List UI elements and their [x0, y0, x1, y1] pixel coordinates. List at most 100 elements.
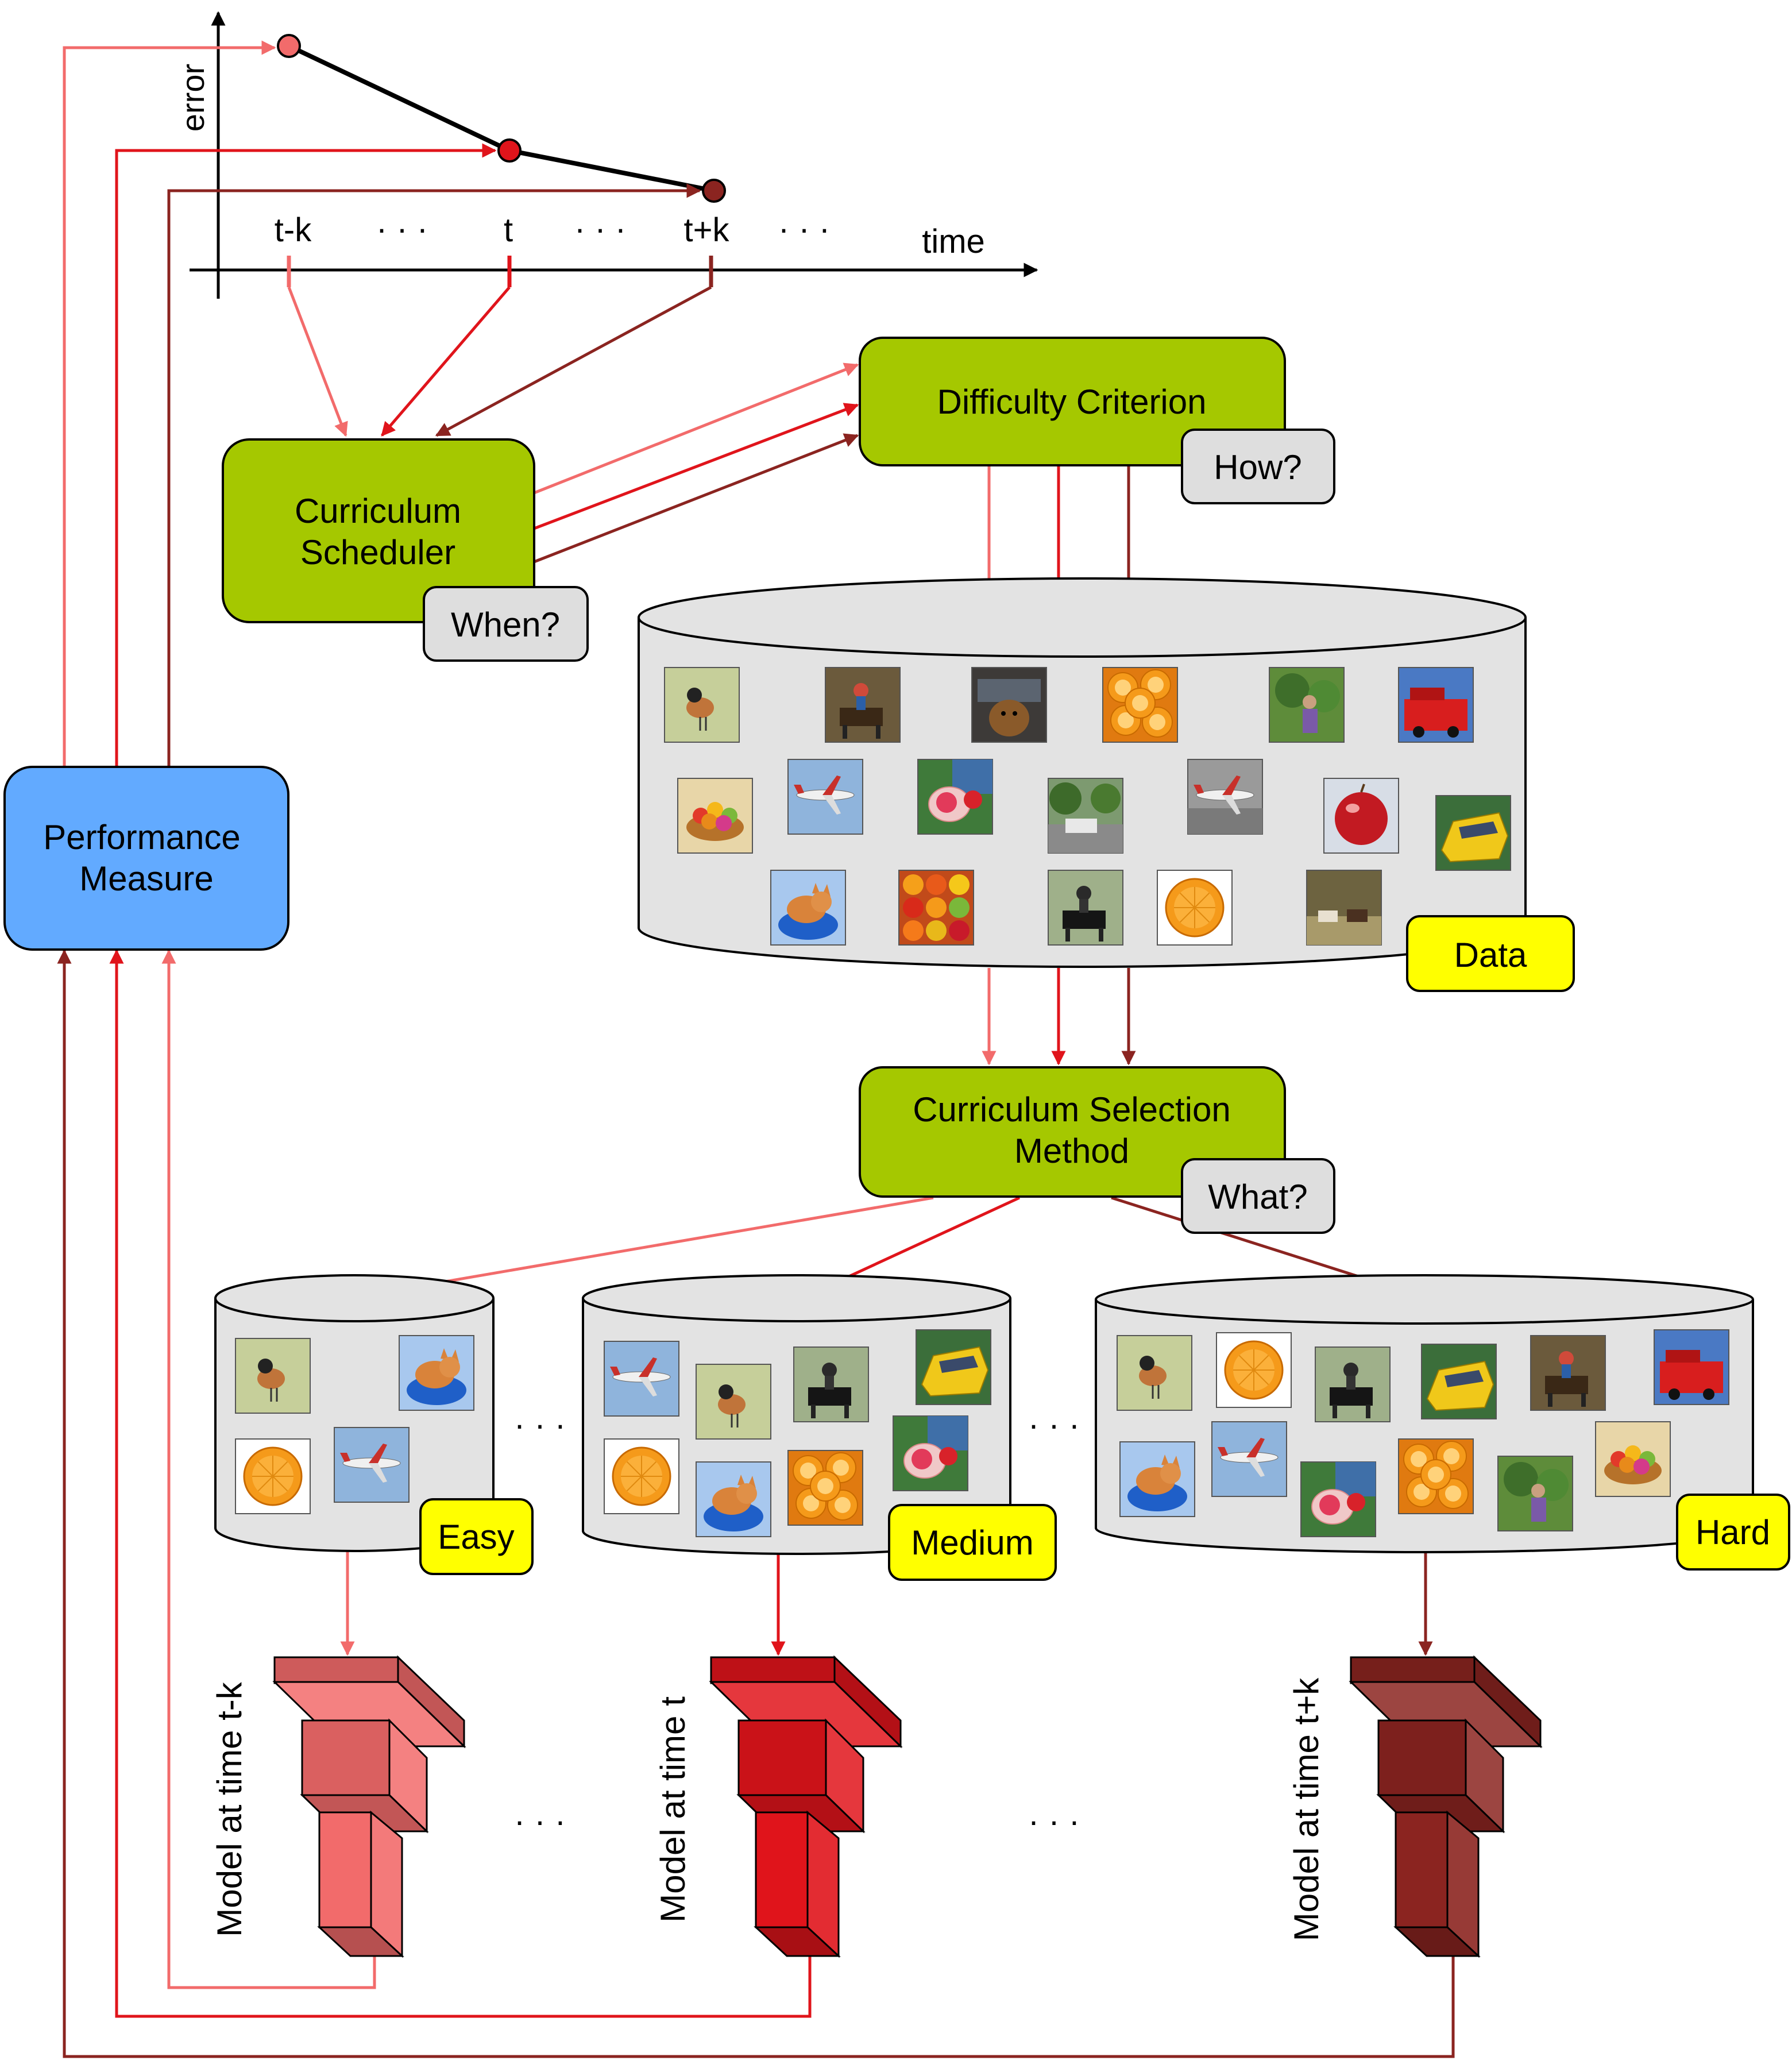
- tick-label-t-minus-k: t-k: [275, 211, 312, 249]
- fire-truck-thumbnail: [1398, 667, 1474, 743]
- orange-thumbnail: [1157, 870, 1233, 946]
- medium-tag-box: [888, 1504, 1057, 1581]
- error-axis-label: error: [175, 64, 211, 132]
- curriculum-scheduler-node: Curriculum Scheduler When?: [222, 438, 589, 662]
- data-thumbnails: [664, 667, 1511, 946]
- cat-bowl-thumbnail: [696, 1461, 771, 1537]
- plane-runway-thumbnail: [1187, 759, 1263, 835]
- error-point-t-minus-k: [277, 34, 301, 58]
- feedback-line-t-minus-k: [63, 40, 276, 767]
- cat-bowl-thumbnail: [399, 1335, 474, 1411]
- airplane-thumbnail: [334, 1427, 410, 1503]
- error-curve: [288, 44, 715, 193]
- model-block-t-minus-k: [272, 1655, 466, 1958]
- model-ellipsis-1: · · ·: [514, 1803, 566, 1840]
- arrow-scheduler-to-criterion-3: [534, 433, 859, 564]
- model-label-t: Model at time t: [654, 1696, 692, 1923]
- street-car-thumbnail: [1048, 778, 1123, 854]
- strawberries-hand-thumbnail: [1300, 1461, 1376, 1537]
- yellow-taxi-thumbnail: [1421, 1344, 1497, 1419]
- bird-thumbnail: [664, 667, 740, 743]
- feedback-to-graph: [63, 40, 701, 767]
- arrow-scheduler-to-criterion-1: [534, 362, 859, 495]
- fruit-stand-thumbnail: [898, 870, 974, 946]
- model-block-t-plus-k: [1349, 1655, 1543, 1958]
- tick-ellipsis-1: · · ·: [376, 210, 428, 248]
- how-tag-box: [1181, 429, 1335, 504]
- error-point-t: [497, 138, 522, 163]
- cat-bowl-thumbnail: [770, 870, 846, 946]
- subsets-to-models-arrows: [340, 1551, 1433, 1656]
- hard-thumbnails: [1117, 1329, 1729, 1537]
- bird-thumbnail: [1117, 1335, 1192, 1411]
- apple-thumbnail: [1323, 778, 1399, 854]
- scheduler-to-criterion-arrows: [534, 362, 859, 564]
- tick-label-t: t: [504, 211, 513, 249]
- model-ellipsis-2: · · ·: [1028, 1803, 1080, 1840]
- performance-measure-line2: Measure: [79, 859, 213, 898]
- orange-thumbnail: [604, 1438, 679, 1514]
- hard-cylinder: Hard: [1095, 1274, 1790, 1571]
- apple-picker-thumbnail: [1269, 667, 1345, 743]
- arrow-tick-t-to-scheduler: [381, 286, 511, 437]
- airplane-thumbnail: [787, 759, 863, 835]
- how-tag: How?: [1214, 448, 1301, 487]
- horse-rider-thumbnail: [1530, 1335, 1606, 1411]
- feedback-model-t-minus-k: [161, 949, 376, 1989]
- fire-truck-thumbnail: [1654, 1329, 1729, 1405]
- selection-method-node: Curriculum Selection Method What?: [859, 1066, 1335, 1234]
- medium-tag: Medium: [911, 1523, 1033, 1562]
- horse-rider-dark-thumbnail: [1315, 1346, 1391, 1422]
- easy-thumbnails: [235, 1335, 474, 1514]
- error-time-graph: error time t-k t t+k · · · · · · · · ·: [175, 11, 1038, 299]
- subset-ellipsis-1: · · ·: [514, 1406, 566, 1444]
- model-label-t-minus-k: Model at time t-k: [210, 1681, 249, 1936]
- model-block-t: [709, 1655, 903, 1958]
- what-tag: What?: [1208, 1178, 1307, 1216]
- easy-tag-box: [419, 1498, 534, 1575]
- difficulty-criterion-node: Difficulty Criterion How?: [859, 337, 1335, 504]
- arrow-scheduler-to-criterion-2: [534, 403, 859, 530]
- apple-picker-thumbnail: [1497, 1456, 1573, 1531]
- selection-method-line2: Method: [1014, 1132, 1129, 1170]
- horse-rider-thumbnail: [825, 667, 901, 743]
- bird-thumbnail: [235, 1338, 311, 1414]
- dog-car-thumbnail: [971, 667, 1047, 743]
- airplane-thumbnail: [1211, 1421, 1287, 1497]
- hard-tag: Hard: [1696, 1513, 1770, 1552]
- data-cylinder: Data: [638, 577, 1575, 992]
- models-to-performance-arrows: [57, 949, 1455, 2058]
- arrow-tick-t-plus-k-to-scheduler: [435, 285, 712, 437]
- tick-ellipsis-3: · · ·: [778, 210, 830, 248]
- easy-tag: Easy: [438, 1518, 514, 1556]
- medium-cylinder: Medium: [582, 1274, 1057, 1581]
- medium-thumbnails: [604, 1329, 991, 1537]
- fruit-bowl-thumbnail: [1595, 1421, 1671, 1497]
- feedback-line-t: [115, 143, 497, 767]
- yellow-taxi-thumbnail: [1435, 795, 1511, 871]
- oranges-thumbnail: [1102, 667, 1178, 743]
- what-tag-box: [1181, 1158, 1335, 1234]
- tick-ellipsis-2: · · ·: [574, 210, 626, 248]
- feedback-model-t-plus-k: [57, 949, 1455, 2058]
- horse-rider-dark-thumbnail: [793, 1346, 869, 1422]
- when-tag: When?: [451, 605, 560, 644]
- strawberries-hand-thumbnail: [893, 1415, 968, 1491]
- curriculum-scheduler-line2: Scheduler: [300, 533, 455, 572]
- easy-cylinder: Easy: [214, 1274, 534, 1575]
- arrow-selection-to-easy: [353, 1196, 934, 1302]
- feedback-model-t: [109, 949, 812, 2018]
- time-axis-label: time: [922, 223, 985, 260]
- bird-thumbnail: [696, 1364, 771, 1440]
- ticks-to-scheduler-arrows: [287, 285, 712, 437]
- data-to-selection-arrows: [982, 968, 1136, 1066]
- horses-field-thumbnail: [1306, 870, 1382, 946]
- data-tag-box: [1406, 915, 1575, 992]
- oranges-thumbnail: [787, 1450, 863, 1526]
- orange-thumbnail: [235, 1438, 311, 1514]
- oranges-thumbnail: [1398, 1438, 1474, 1514]
- performance-measure-node: Performance Measure: [3, 766, 289, 951]
- selection-method-line1: Curriculum Selection: [913, 1090, 1231, 1129]
- difficulty-criterion-label: Difficulty Criterion: [937, 383, 1206, 421]
